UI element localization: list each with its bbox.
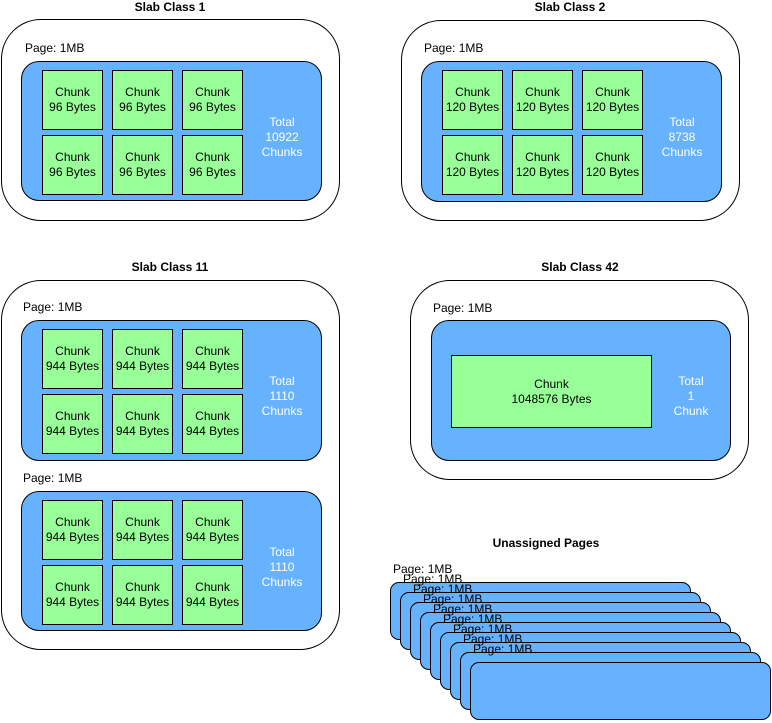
unassigned-page-label: Page: 1MB: [473, 642, 533, 656]
page-label: Page: 1MB: [25, 41, 85, 55]
unassigned-page-label: Page: 1MB: [413, 582, 473, 596]
page-label: Page: 1MB: [433, 301, 493, 315]
unassigned-page: [470, 662, 771, 720]
slab-class-42-title: Slab Class 42: [541, 260, 619, 274]
page-label: Page: 1MB: [23, 471, 83, 485]
unassigned-page-label: Page: 1MB: [433, 602, 493, 616]
unassigned-page-label: Page: 1MB: [393, 562, 453, 576]
slab-class-2-title: Slab Class 2: [534, 0, 606, 14]
unassigned-page-label: Page: 1MB: [453, 622, 513, 636]
unassigned-page-label: Page: 1MB: [463, 632, 523, 646]
unassigned-pages-title: Unassigned Pages: [492, 536, 600, 550]
page-label: Page: 1MB: [23, 300, 83, 314]
page-label: Page: 1MB: [424, 41, 484, 55]
unassigned-page-label: Page: 1MB: [403, 572, 463, 586]
slab-class-11-title: Slab Class 11: [131, 260, 209, 274]
unassigned-page-label: Page: 1MB: [443, 612, 503, 626]
slab-class-1-title: Slab Class 1: [134, 0, 206, 14]
unassigned-page-label: Page: 1MB: [423, 592, 483, 606]
